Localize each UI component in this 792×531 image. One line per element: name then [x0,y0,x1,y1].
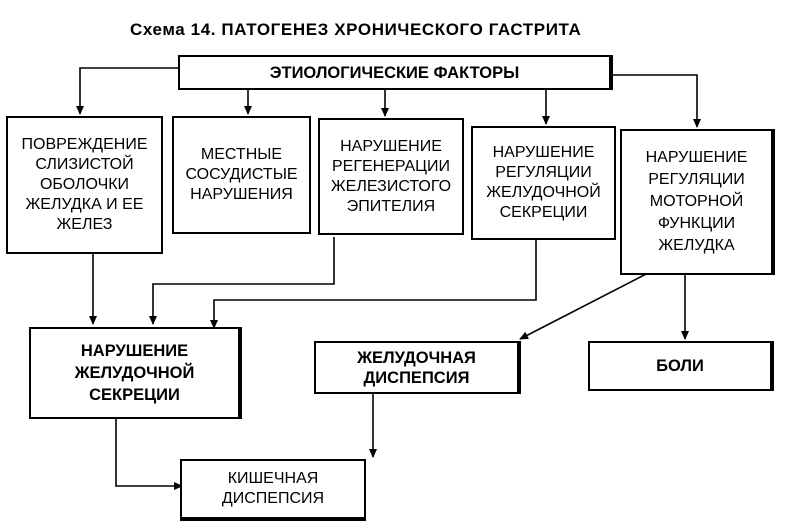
box-motor-regulation: НАРУШЕНИЕ РЕГУЛЯЦИИ МОТОРНОЙ ФУНКЦИИ ЖЕЛ… [620,129,775,275]
arrow-motor-to-gastric-dyspepsia [519,271,651,340]
diagram-title: Схема 14. ПАТОГЕНЕЗ ХРОНИЧЕСКОГО ГАСТРИТ… [130,20,582,39]
box-gastric-dyspepsia: ЖЕЛУДОЧНАЯ ДИСПЕПСИЯ [314,341,521,394]
box-etiological-factors: ЭТИОЛОГИЧЕСКИЕ ФАКТОРЫ [178,55,613,90]
box-secretion-disorder: НАРУШЕНИЕ ЖЕЛУДОЧНОЙ СЕКРЕЦИИ [29,327,242,419]
box-regeneration-disorder: НАРУШЕНИЕ РЕГЕНЕРАЦИИ ЖЕЛЕЗИСТОГО ЭПИТЕЛ… [318,118,464,235]
box-intestinal-dyspepsia: КИШЕЧНАЯ ДИСПЕПСИЯ [180,459,366,521]
arrow-secretion-regulation-to-secretion-disorder [210,240,537,329]
box-local-vascular: МЕСТНЫЕ СОСУДИСТЫЕ НАРУШЕНИЯ [172,116,311,234]
arrow-etiology-to-motor-regulation [613,74,701,128]
arrow-secretion-disorder-to-intestinal [115,418,183,490]
box-pain: БОЛИ [588,341,774,391]
box-mucosa-damage: ПОВРЕЖДЕНИЕ СЛИЗИСТОЙ ОБОЛОЧКИ ЖЕЛУДКА И… [6,116,163,254]
arrow-regeneration-to-secretion-disorder [149,237,335,325]
arrow-etiology-to-mucosa-damage [76,67,178,115]
box-secretion-regulation: НАРУШЕНИЕ РЕГУЛЯЦИИ ЖЕЛУДОЧНОЙ СЕКРЕЦИИ [471,126,616,240]
